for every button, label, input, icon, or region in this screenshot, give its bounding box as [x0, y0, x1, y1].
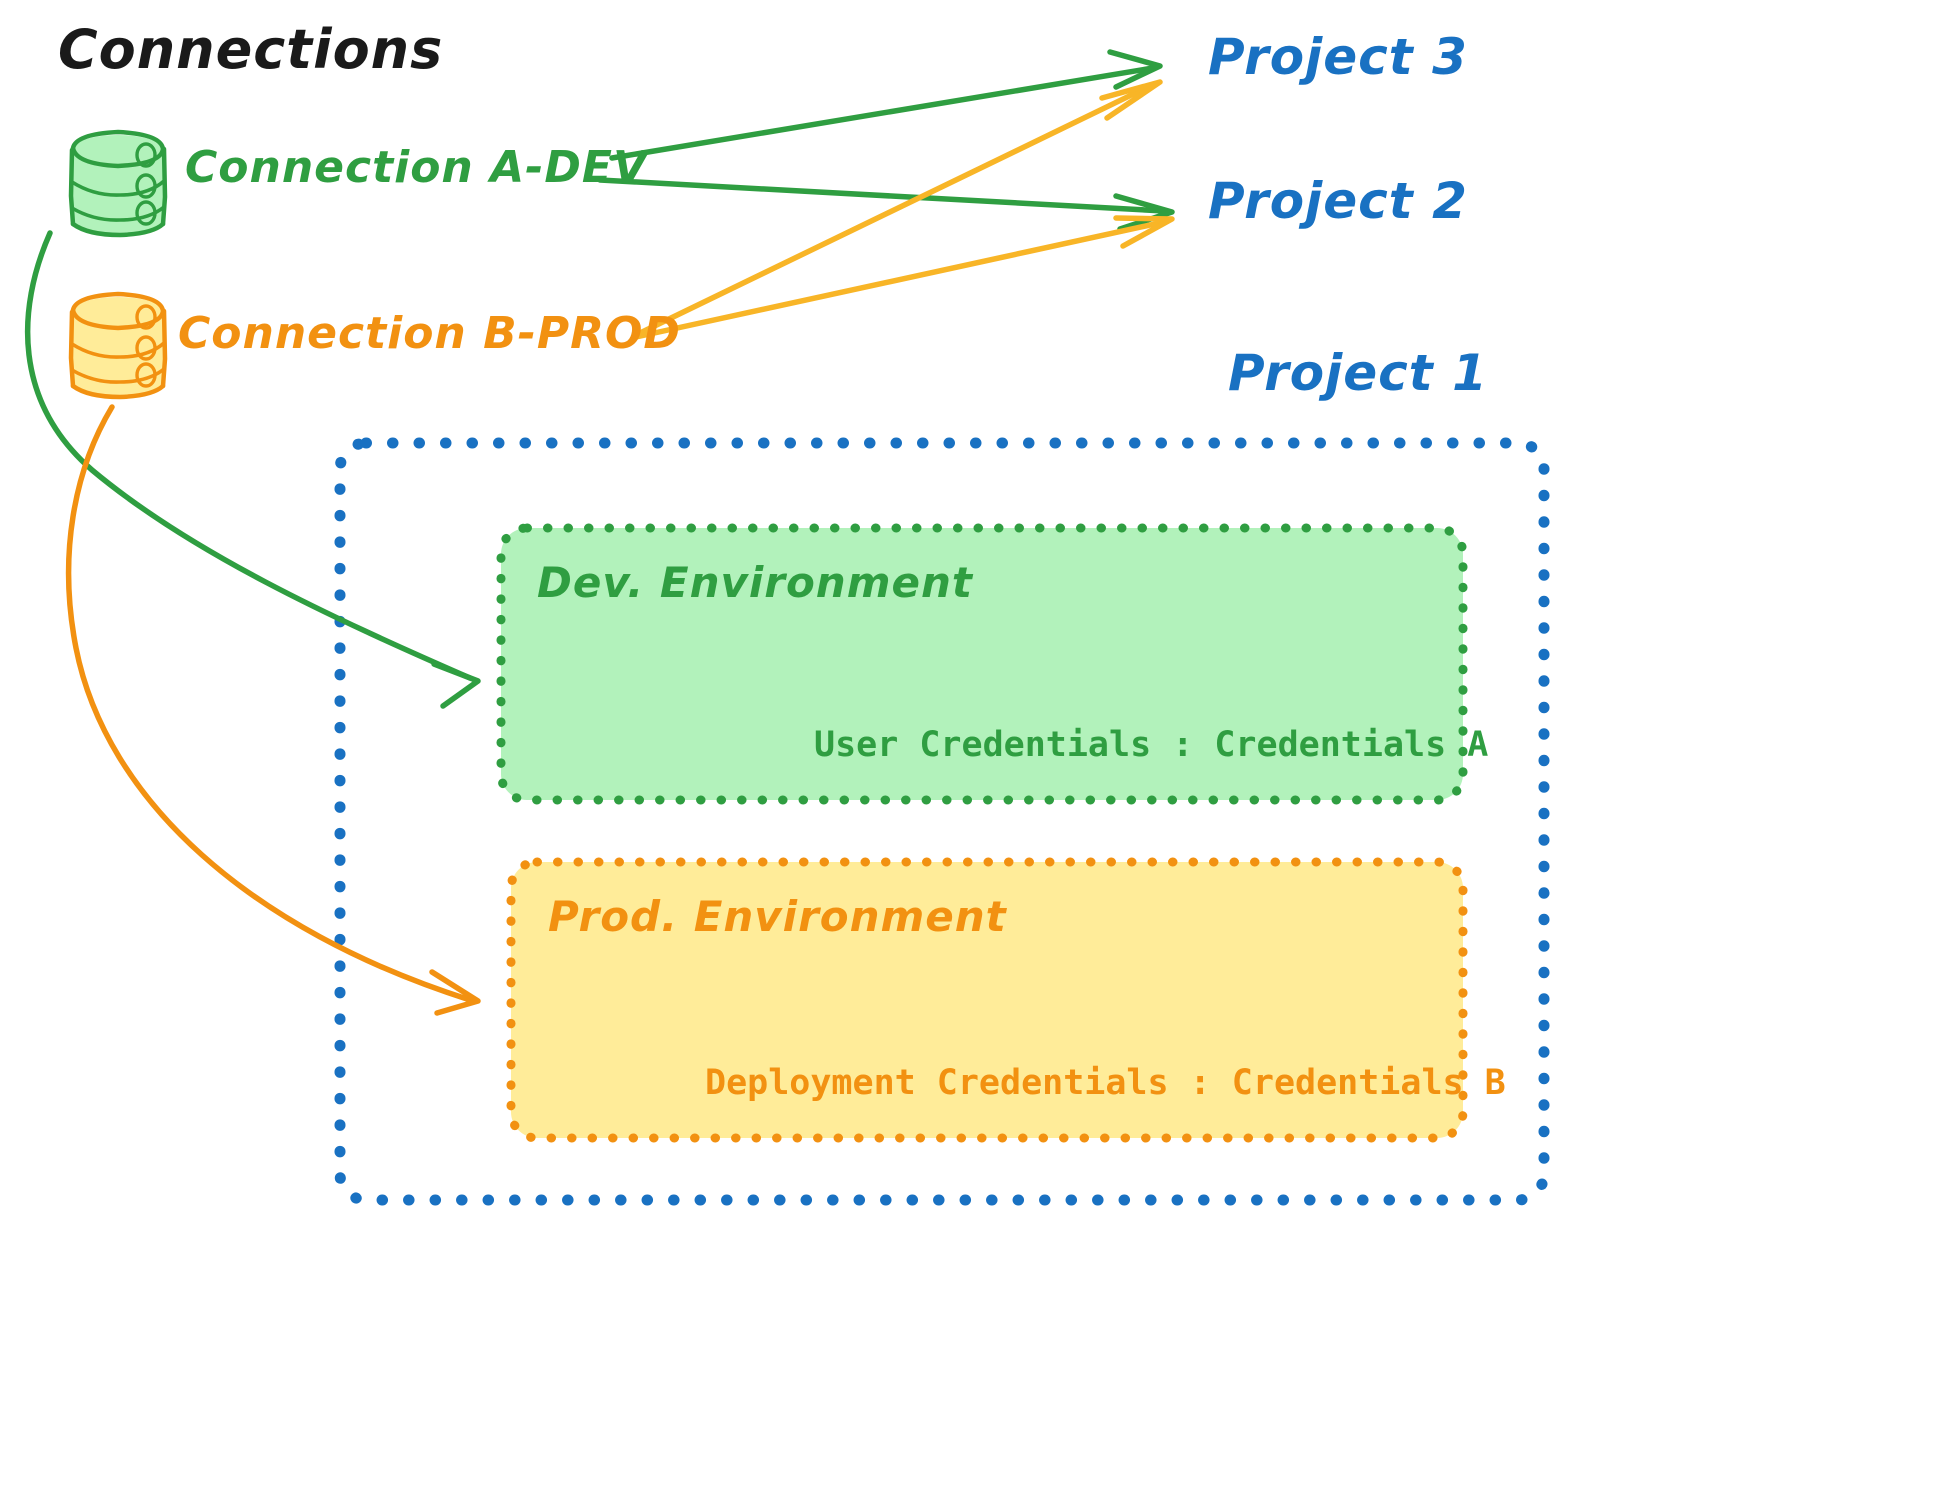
- edge-b-prod-to-project-3: [633, 79, 1163, 338]
- edge-b-prod-to-project-2: [633, 215, 1175, 340]
- dev-environment-credentials: User Credentials : Credentials A: [814, 725, 1489, 765]
- connection-a-dev-label[interactable]: Connection A-DEV: [185, 142, 649, 193]
- page-title: Connections: [58, 18, 444, 81]
- edge-a-dev-to-project-2: [597, 177, 1175, 232]
- connection-b-prod-label[interactable]: Connection B-PROD: [178, 308, 681, 359]
- dev-environment-box[interactable]: [496, 523, 1468, 805]
- prod-environment-label: Prod. Environment: [548, 892, 1007, 941]
- project-3-label[interactable]: Project 3: [1208, 28, 1468, 86]
- database-cylinder-icon-green[interactable]: [68, 129, 168, 238]
- edge-a-dev-to-dev-environment: [24, 230, 481, 709]
- database-cylinder-icon-orange[interactable]: [68, 291, 168, 400]
- project-1-boundary: [334, 437, 1550, 1206]
- project-2-label[interactable]: Project 2: [1208, 172, 1468, 230]
- edge-a-dev-to-project-3: [609, 49, 1163, 161]
- prod-environment-credentials: Deployment Credentials : Credentials B: [705, 1063, 1506, 1103]
- prod-environment-box[interactable]: [506, 857, 1468, 1143]
- edge-b-prod-to-prod-environment: [65, 404, 481, 1016]
- project-1-label[interactable]: Project 1: [1228, 344, 1488, 402]
- dev-environment-label: Dev. Environment: [537, 558, 973, 607]
